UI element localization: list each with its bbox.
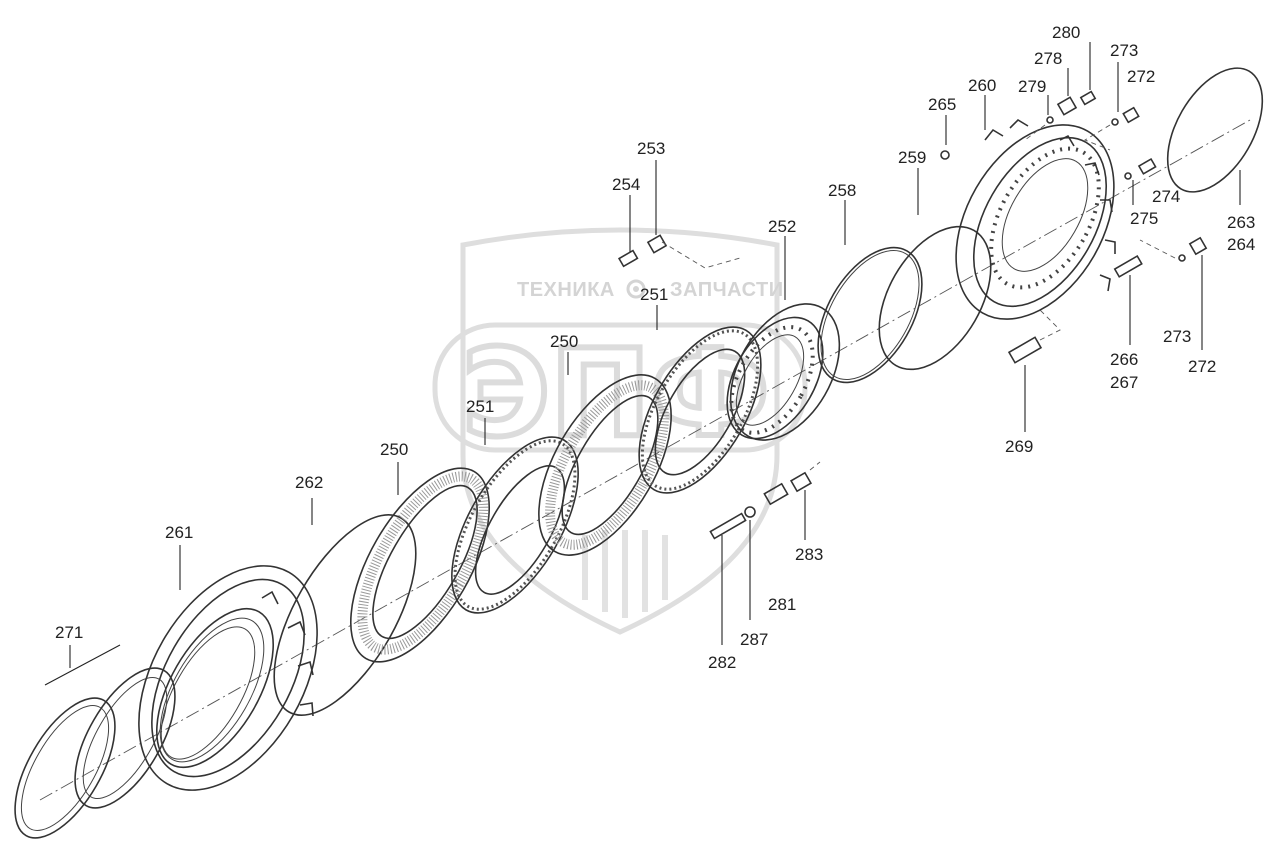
callout-272-upper: 272 xyxy=(1127,67,1155,86)
callout-273-upper: 273 xyxy=(1110,41,1138,60)
watermark: ТЕХНИКА ЗАПЧАСТИ ЭПФ xyxy=(432,227,808,635)
part-250-friction-disc-upper xyxy=(538,374,672,556)
callout-271: 271 xyxy=(55,623,83,642)
part-271-snap-rings xyxy=(14,667,176,839)
callout-266: 266 xyxy=(1110,350,1138,369)
part-261-housing xyxy=(138,565,318,791)
callout-262: 262 xyxy=(295,473,323,492)
callout-265: 265 xyxy=(928,95,956,114)
callout-252: 252 xyxy=(768,217,796,236)
part-253-254-bolt-and-sleeve xyxy=(617,234,741,269)
callout-261: 261 xyxy=(165,523,193,542)
callout-267: 267 xyxy=(1110,373,1138,392)
part-272-273-plugs-lower xyxy=(1139,236,1208,262)
callout-269: 269 xyxy=(1005,437,1033,456)
callout-287: 287 xyxy=(740,630,768,649)
part-269-bolt xyxy=(1007,309,1061,364)
callout-254: 254 xyxy=(612,175,640,194)
callout-labels: 271 261 262 250 251 250 251 252 253 254 … xyxy=(55,23,1255,672)
watermark-shield-outline xyxy=(460,227,780,635)
callout-251-upper: 251 xyxy=(640,285,668,304)
callout-281: 281 xyxy=(768,595,796,614)
part-263-264-ring xyxy=(1166,67,1264,193)
part-260-cover xyxy=(955,118,1116,320)
callout-260: 260 xyxy=(968,76,996,95)
callout-251-lower: 251 xyxy=(466,397,494,416)
part-266-267-bolt xyxy=(1113,254,1143,278)
callout-250-lower: 250 xyxy=(380,440,408,459)
callout-282: 282 xyxy=(708,653,736,672)
part-278-280-valve-fittings xyxy=(1024,90,1097,141)
leader-lines xyxy=(44,42,1241,686)
part-274-275-bolt-and-washer xyxy=(1124,157,1157,180)
part-258-o-ring xyxy=(817,246,923,384)
part-250-friction-disc-lower xyxy=(349,467,491,663)
part-252-piston xyxy=(726,303,841,441)
callout-253: 253 xyxy=(637,139,665,158)
callout-273-lower: 273 xyxy=(1163,327,1191,346)
callout-264: 264 xyxy=(1227,235,1255,254)
part-259-o-ring xyxy=(878,225,992,371)
callout-250-upper: 250 xyxy=(550,332,578,351)
watermark-stripes xyxy=(582,530,668,618)
watermark-text-right: ЗАПЧАСТИ xyxy=(670,279,784,301)
callout-272-lower: 272 xyxy=(1188,357,1216,376)
callout-275: 275 xyxy=(1130,209,1158,228)
callout-278: 278 xyxy=(1034,49,1062,68)
callout-259: 259 xyxy=(898,148,926,167)
part-272-273-plugs-upper xyxy=(1083,106,1140,151)
part-265-ball xyxy=(940,150,950,160)
main-center-axis xyxy=(39,119,1251,801)
watermark-big-letters: ЭПФ xyxy=(462,325,770,464)
callout-263: 263 xyxy=(1227,213,1255,232)
callout-258: 258 xyxy=(828,181,856,200)
callout-280: 280 xyxy=(1052,23,1080,42)
part-262-seal-ring xyxy=(273,514,417,716)
callout-283: 283 xyxy=(795,545,823,564)
callout-274: 274 xyxy=(1152,187,1180,206)
part-281-283-valve-assembly xyxy=(709,461,821,540)
gear-icon xyxy=(626,279,646,299)
part-251-steel-disc-lower xyxy=(451,436,579,614)
watermark-text-left: ТЕХНИКА xyxy=(517,279,615,301)
callout-279: 279 xyxy=(1018,77,1046,96)
part-258-o-ring-inner xyxy=(820,249,920,381)
